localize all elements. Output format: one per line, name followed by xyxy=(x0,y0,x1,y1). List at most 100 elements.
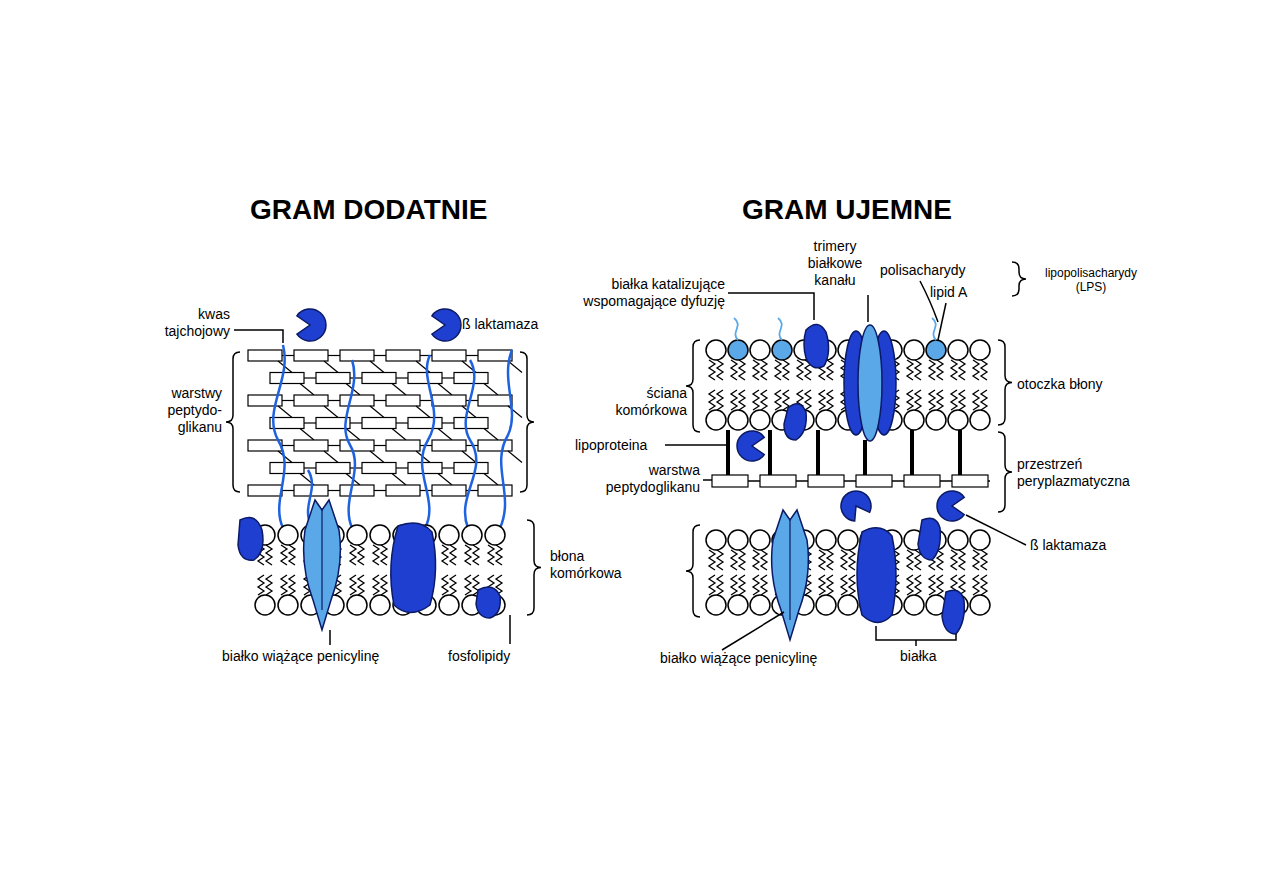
lipid-head xyxy=(816,595,836,615)
peptidoglycan-unit xyxy=(248,350,282,361)
part-label: lipid A xyxy=(930,284,1000,301)
peptidoglycan-unit xyxy=(432,440,466,451)
glycan-link xyxy=(374,490,386,491)
lipid-tail xyxy=(717,360,723,380)
lipid-tail xyxy=(709,390,715,410)
peptidoglycan-unit xyxy=(270,418,304,429)
lipid-tail xyxy=(981,575,987,595)
beta-lactamase xyxy=(841,491,871,521)
lipid-tail xyxy=(827,360,833,380)
lipid-tail xyxy=(907,550,913,570)
lipid-head xyxy=(750,410,770,430)
part-label: białka xyxy=(900,648,970,665)
lipid-head xyxy=(370,525,390,545)
peptide-bridge xyxy=(392,384,406,396)
part-label: polisacharydy xyxy=(880,262,1000,279)
leader-line xyxy=(665,444,728,446)
glycan-link xyxy=(420,400,432,401)
peptidoglycan-unit xyxy=(248,440,282,451)
bracket xyxy=(1012,262,1026,296)
peptide-bridge xyxy=(508,451,522,463)
lipid-tail xyxy=(753,360,759,380)
lipid-tail xyxy=(739,390,745,410)
peptide-bridge xyxy=(300,384,314,396)
glycan-link xyxy=(442,422,454,423)
peptide-bridge xyxy=(278,406,292,418)
lipid-tail xyxy=(289,545,295,565)
bracket xyxy=(998,432,1012,512)
lipid-tail xyxy=(981,360,987,380)
membrane-protein xyxy=(476,587,500,618)
panel-heading: GRAM UJEMNE xyxy=(742,193,1022,227)
lipid-head xyxy=(970,530,990,550)
leader-line xyxy=(234,330,283,343)
glycan-link xyxy=(466,400,478,401)
lipid-tail xyxy=(350,575,356,595)
teichoic-acid xyxy=(465,360,476,528)
lipid-tail xyxy=(496,545,502,565)
leader-line xyxy=(703,479,712,481)
lipid-head xyxy=(948,410,968,430)
lipid-tail xyxy=(753,575,759,595)
lipid-head xyxy=(278,595,298,615)
lipid-tail xyxy=(951,550,957,570)
lipoprotein xyxy=(958,430,962,475)
lipid-tail xyxy=(951,360,957,380)
peptidoglycan-unit xyxy=(408,463,442,474)
glycan-link xyxy=(350,422,362,423)
glycan-link xyxy=(350,377,362,378)
lipid-head xyxy=(750,595,770,615)
glycan-link xyxy=(396,467,408,468)
peptidoglycan-unit xyxy=(478,350,512,361)
lipid-tail xyxy=(731,360,737,380)
lipid-head xyxy=(750,530,770,550)
lipid-tail xyxy=(488,545,494,565)
glycan-link xyxy=(442,467,454,468)
glycan-link xyxy=(374,445,386,446)
leader-line xyxy=(915,640,917,646)
peptide-bridge xyxy=(370,451,384,463)
glycan-link xyxy=(466,355,478,356)
peptidoglycan-unit xyxy=(808,475,844,487)
lipid-tail xyxy=(797,360,803,380)
lipid-tail xyxy=(819,575,825,595)
glycan-link xyxy=(396,377,408,378)
peptidoglycan-unit xyxy=(432,485,466,496)
lipid-tail xyxy=(709,360,715,380)
leader-line xyxy=(867,295,869,322)
lipoprotein xyxy=(910,430,914,475)
teichoic-acid xyxy=(500,350,512,528)
lipid-tail xyxy=(929,360,935,380)
peptidoglycan-unit xyxy=(270,463,304,474)
glycan-link xyxy=(328,445,340,446)
lipid-tail xyxy=(717,390,723,410)
lipoprotein xyxy=(768,430,772,475)
lipid-tail xyxy=(827,575,833,595)
glycan-link xyxy=(304,377,316,378)
membrane-protein xyxy=(804,324,829,367)
leader-line xyxy=(876,626,956,640)
lipid-tail xyxy=(915,390,921,410)
membrane-protein xyxy=(857,528,896,623)
peptidoglycan-unit xyxy=(478,440,512,451)
lipid-tail xyxy=(907,575,913,595)
lipid-head xyxy=(439,525,459,545)
peptidoglycan-unit xyxy=(316,373,350,384)
peptidoglycan-unit xyxy=(856,475,892,487)
lipid-head xyxy=(904,340,924,360)
lipid-tail xyxy=(959,390,965,410)
peptidoglycan-unit xyxy=(760,475,796,487)
peptidoglycan-unit xyxy=(340,395,374,406)
lipid-tail xyxy=(358,545,364,565)
lipid-head xyxy=(926,340,946,360)
lipid-tail xyxy=(929,575,935,595)
lipid-head xyxy=(255,595,275,615)
lipid-head xyxy=(347,595,367,615)
peptidoglycan-unit xyxy=(340,485,374,496)
glycan-link xyxy=(374,400,386,401)
lipid-tail xyxy=(266,545,272,565)
leader-line xyxy=(329,630,331,645)
peptide-bridge xyxy=(324,451,338,463)
lipid-tail xyxy=(937,575,943,595)
lipid-head xyxy=(816,410,836,430)
